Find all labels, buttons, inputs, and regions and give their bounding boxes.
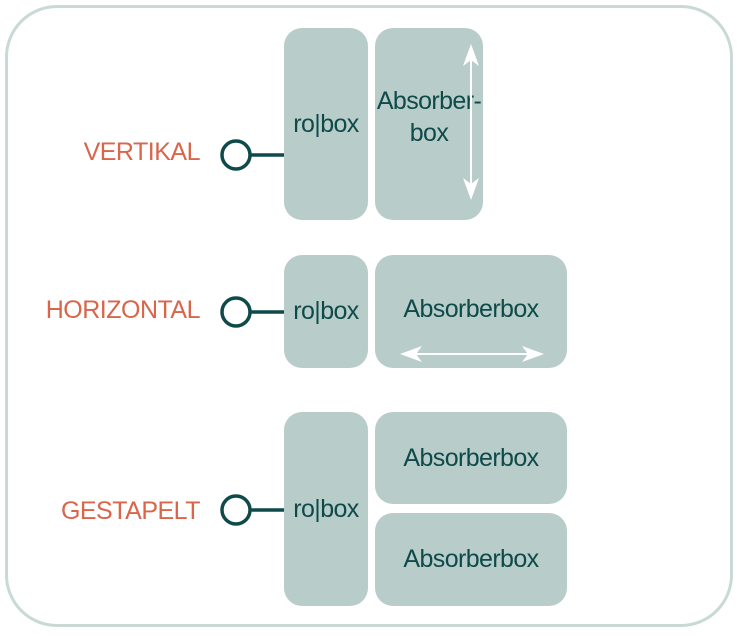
absorberbox-label: Absorberbox bbox=[403, 295, 539, 324]
absorberbox-label: Absorberbox bbox=[403, 545, 539, 574]
absorberbox-stacked-bottom: Absorberbox bbox=[375, 513, 567, 606]
absorberbox-label: Absorber- box bbox=[376, 86, 482, 148]
circle-connector-icon bbox=[220, 296, 284, 328]
robox-label: ro|box bbox=[293, 494, 359, 523]
circle-connector-icon bbox=[220, 139, 284, 171]
double-arrow-vertical-icon bbox=[463, 44, 479, 200]
robox-label: ro|box bbox=[293, 297, 359, 326]
robox-vertical: ro|box bbox=[284, 28, 368, 220]
double-arrow-horizontal-icon bbox=[400, 346, 544, 362]
row-label-vertikal: VERTIKAL bbox=[83, 138, 201, 166]
circle-connector-icon bbox=[220, 494, 284, 526]
row-label-horizontal: HORIZONTAL bbox=[45, 296, 201, 324]
absorberbox-label: Absorberbox bbox=[403, 443, 539, 472]
robox-horizontal: ro|box bbox=[284, 255, 368, 368]
row-label-gestapelt: GESTAPELT bbox=[60, 497, 201, 525]
absorberbox-stacked-top: Absorberbox bbox=[375, 412, 567, 504]
absorberbox-vertical: Absorber- box bbox=[375, 28, 483, 220]
absorberbox-horizontal: Absorberbox bbox=[375, 255, 567, 368]
diagram-frame bbox=[5, 5, 733, 627]
robox-label: ro|box bbox=[293, 109, 359, 138]
robox-stacked: ro|box bbox=[284, 412, 368, 606]
